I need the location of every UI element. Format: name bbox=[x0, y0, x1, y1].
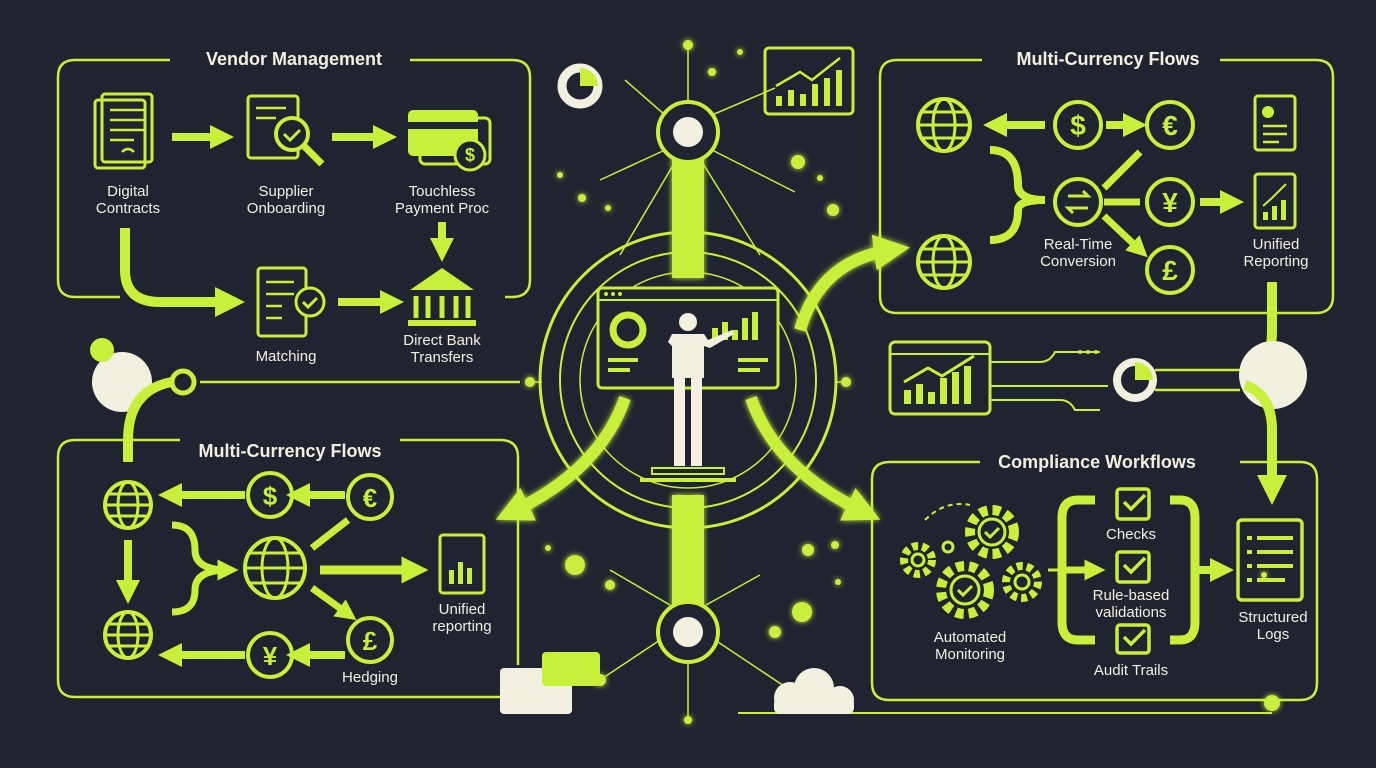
checkbox-icon bbox=[1115, 623, 1151, 655]
globe-icon bbox=[916, 234, 972, 290]
euro-icon: € bbox=[346, 473, 394, 521]
vendor-frame bbox=[56, 58, 532, 384]
report-icon bbox=[438, 533, 486, 595]
globe-icon bbox=[243, 536, 307, 600]
digital-contracts-label: Digital Contracts bbox=[95, 183, 161, 217]
report-icon bbox=[1253, 94, 1297, 152]
realtime-conversion-label: Real-Time Conversion bbox=[1040, 236, 1116, 270]
supplier-onboarding-label: Supplier Onboarding bbox=[246, 183, 326, 217]
cloud-icon bbox=[774, 668, 854, 714]
direct-bank-label: Direct Bank Transfers bbox=[403, 332, 481, 366]
checkbox-icon bbox=[1115, 487, 1151, 521]
rule-based-label: Rule-based validations bbox=[1092, 587, 1170, 621]
globe-icon bbox=[916, 97, 972, 153]
card-dollar-icon: $ bbox=[408, 110, 492, 172]
hedging-label: Hedging bbox=[342, 669, 398, 686]
yen-icon: ¥ bbox=[1145, 177, 1195, 227]
gear-icon bbox=[900, 503, 1042, 619]
globe-icon bbox=[103, 480, 153, 530]
audit-trails-label: Audit Trails bbox=[1093, 662, 1169, 679]
search-check-icon bbox=[246, 94, 325, 167]
svg-text:€: € bbox=[1162, 110, 1178, 141]
checkbox-icon bbox=[1115, 550, 1151, 584]
right-connector bbox=[888, 282, 1307, 505]
svg-text:¥: ¥ bbox=[263, 641, 278, 671]
svg-text:$: $ bbox=[1070, 110, 1086, 141]
pound-icon: £ bbox=[1145, 245, 1195, 295]
checks-label: Checks bbox=[1105, 526, 1157, 543]
svg-text:£: £ bbox=[363, 626, 378, 656]
svg-text:$: $ bbox=[263, 481, 278, 511]
pound-icon: £ bbox=[346, 616, 394, 664]
bar-chart-icon bbox=[763, 46, 855, 116]
vendor-title: Vendor Management bbox=[195, 49, 393, 70]
person-icon bbox=[668, 313, 734, 466]
mc-top-title: Multi-Currency Flows bbox=[1006, 49, 1210, 70]
central-hub bbox=[495, 45, 910, 720]
touchless-payment-label: Touchless Payment Proc bbox=[394, 183, 490, 217]
globe-icon bbox=[103, 610, 153, 660]
svg-text:¥: ¥ bbox=[1162, 187, 1178, 218]
svg-text:€: € bbox=[363, 483, 377, 513]
unified-reporting-label: Unified Reporting bbox=[1243, 236, 1309, 270]
report-icon bbox=[1253, 172, 1297, 230]
yen-icon: ¥ bbox=[246, 631, 294, 679]
dollar-icon: $ bbox=[246, 471, 294, 519]
lime-card bbox=[542, 652, 600, 686]
structured-logs-label: Structured Logs bbox=[1238, 609, 1308, 643]
dollar-icon: $ bbox=[1053, 100, 1103, 150]
glow-dots bbox=[525, 40, 1280, 724]
svg-text:£: £ bbox=[1162, 255, 1178, 286]
document-icon bbox=[93, 92, 154, 170]
mc-bottom-title: Multi-Currency Flows bbox=[188, 441, 392, 462]
unified-reporting-bottom-label: Unified reporting bbox=[432, 601, 492, 635]
automated-monitoring-label: Automated Monitoring bbox=[933, 629, 1007, 663]
mc-top-frame bbox=[878, 58, 1335, 315]
bank-icon bbox=[408, 268, 476, 326]
exchange-icon bbox=[1053, 177, 1103, 227]
euro-icon: € bbox=[1145, 100, 1195, 150]
compliance-title: Compliance Workflows bbox=[988, 452, 1206, 473]
svg-text:$: $ bbox=[465, 145, 475, 165]
checklist-icon bbox=[256, 266, 326, 338]
pie-icon bbox=[557, 63, 603, 109]
checklist-icon bbox=[1236, 518, 1304, 602]
left-connector bbox=[90, 338, 197, 462]
matching-label: Matching bbox=[255, 348, 317, 365]
mc-bottom-frame bbox=[56, 438, 520, 699]
